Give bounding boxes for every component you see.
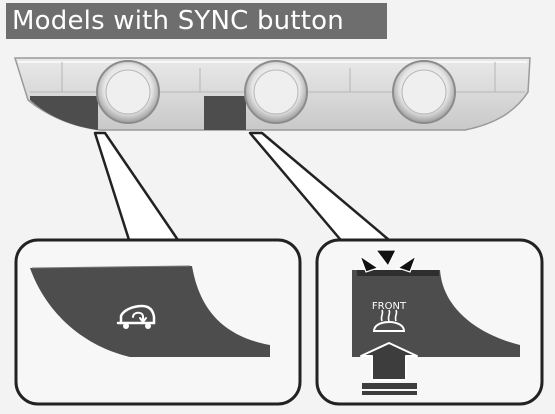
left-temperature-knob: [96, 60, 160, 124]
recirculation-button: [30, 266, 270, 357]
page-title: Models with SYNC button: [6, 3, 387, 39]
right-temperature-knob: [392, 60, 456, 124]
right-callout-pointer: [248, 131, 397, 247]
left-callout-box: [14, 238, 302, 406]
indicator-rays: [358, 249, 418, 273]
recirculation-button-highlight: [30, 96, 98, 130]
recirculation-icon: [116, 304, 156, 329]
left-callout-pointer: [93, 131, 182, 245]
right-callout-box: FRONT: [315, 238, 544, 406]
front-defrost-button: [352, 270, 520, 357]
fan-speed-knob: [244, 60, 308, 124]
front-defrost-button-highlight: [204, 96, 246, 130]
press-arrow-icon: [360, 342, 418, 395]
front-defrost-label: FRONT: [372, 301, 407, 312]
indicator-light-icon: [357, 270, 439, 276]
front-defrost-icon: [372, 309, 406, 332]
